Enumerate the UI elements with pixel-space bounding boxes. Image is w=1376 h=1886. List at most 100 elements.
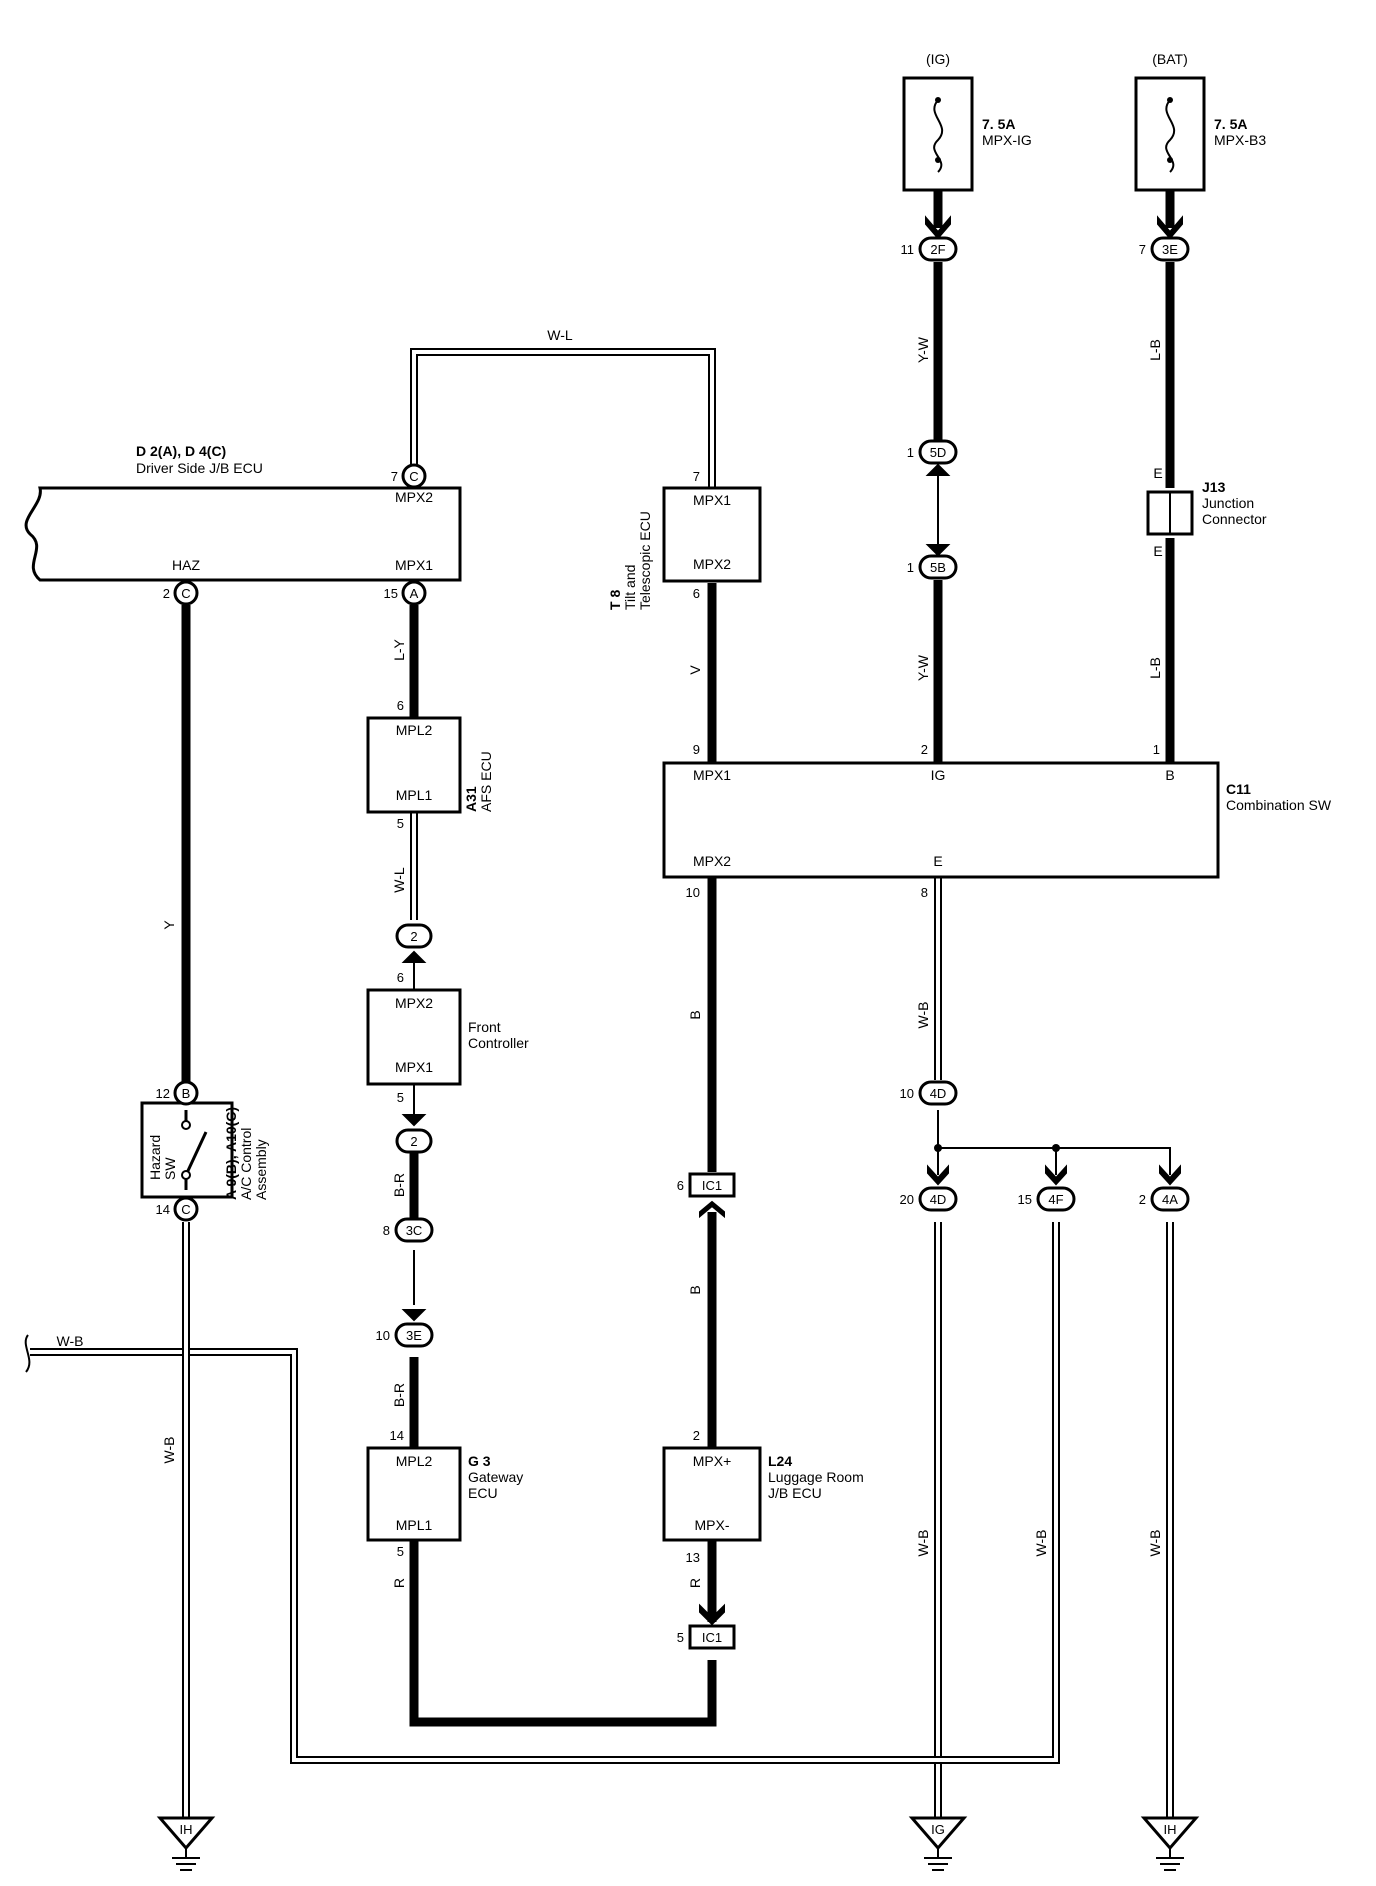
gateway-ecu: MPL2 MPL1 G 3 Gateway ECU bbox=[366, 1446, 523, 1542]
hazard-name2: Assembly bbox=[253, 1139, 269, 1200]
connector-4F: 4F 15 bbox=[1018, 1164, 1076, 1212]
svg-text:15: 15 bbox=[1018, 1192, 1032, 1207]
wire-label-wl: W-L bbox=[391, 867, 407, 893]
hazard-name1: A/C Control bbox=[238, 1128, 254, 1200]
svg-text:5D: 5D bbox=[930, 445, 947, 460]
comb-pin-b: B bbox=[1165, 767, 1174, 783]
svg-text:10: 10 bbox=[900, 1086, 914, 1101]
connector-2-b: 2 bbox=[395, 1114, 433, 1154]
comb-pin-9: 9 bbox=[693, 742, 700, 757]
connector-2-a: 2 bbox=[395, 923, 433, 963]
connector-4D-top: 4D 10 bbox=[900, 1080, 958, 1106]
svg-text:B: B bbox=[182, 1086, 191, 1101]
connector-12B: B 12 bbox=[156, 1080, 199, 1106]
wire-label-wb-4f: W-B bbox=[1033, 1530, 1049, 1557]
svg-text:5B: 5B bbox=[930, 560, 946, 575]
wire-label-r2: R bbox=[687, 1578, 703, 1588]
svg-text:3C: 3C bbox=[406, 1223, 423, 1238]
svg-text:A: A bbox=[410, 586, 419, 601]
wire-label-v: V bbox=[687, 665, 703, 675]
comb-pin-10: 10 bbox=[686, 885, 700, 900]
wire-labels: W-L Y-W Y-W L-B L-B L-Y V Y W-L B W-B B-… bbox=[57, 327, 1163, 1588]
afs-pin-6: 6 bbox=[397, 698, 404, 713]
ground-icon bbox=[156, 1816, 216, 1851]
connector-7C: C 7 bbox=[391, 463, 427, 489]
connector-IC1-bottom: IC1 5 bbox=[677, 1603, 736, 1650]
comb-pin-ig: IG bbox=[931, 767, 946, 783]
front-name1: Front bbox=[468, 1019, 501, 1035]
wire-label-b2: B bbox=[687, 1285, 703, 1294]
junction-name1: Junction bbox=[1202, 495, 1254, 511]
tilt-pin-7: 7 bbox=[693, 469, 700, 484]
fuse-ig-name: MPX-IG bbox=[982, 132, 1032, 148]
afs-pin-mpl1: MPL1 bbox=[396, 787, 433, 803]
connector-4D: 4D 20 bbox=[900, 1164, 958, 1212]
svg-text:5: 5 bbox=[677, 1630, 684, 1645]
svg-text:C: C bbox=[409, 469, 418, 484]
driver-jb-pin-mpx1: MPX1 bbox=[395, 557, 433, 573]
ground-ig: IG bbox=[908, 1816, 968, 1871]
front-controller: MPX2 MPX1 Front Controller bbox=[366, 988, 529, 1086]
svg-text:IH: IH bbox=[180, 1822, 193, 1837]
svg-text:12: 12 bbox=[156, 1086, 170, 1101]
svg-text:IC1: IC1 bbox=[702, 1178, 722, 1193]
comb-name: Combination SW bbox=[1226, 797, 1332, 813]
connector-2F: 2F 11 bbox=[901, 215, 958, 262]
svg-text:15: 15 bbox=[384, 586, 398, 601]
svg-text:1: 1 bbox=[907, 445, 914, 460]
connector-3E-top: 3E 7 bbox=[1139, 215, 1190, 262]
svg-text:1: 1 bbox=[907, 560, 914, 575]
ground-ih-right: IH bbox=[1140, 1816, 1200, 1871]
wire-label-br2: B-R bbox=[391, 1383, 407, 1407]
svg-text:4F: 4F bbox=[1048, 1192, 1063, 1207]
svg-text:3E: 3E bbox=[406, 1328, 422, 1343]
tilt-pin-mpx2: MPX2 bbox=[693, 556, 731, 572]
luggage-pin-plus: MPX+ bbox=[693, 1453, 732, 1469]
front-pin-5: 5 bbox=[397, 1090, 404, 1105]
wire-label-top-wl: W-L bbox=[547, 327, 573, 343]
hazard-ref: A 9(B), A10(C) bbox=[223, 1107, 239, 1200]
tilt-ref: T 8 bbox=[607, 590, 623, 610]
ground-icon bbox=[1140, 1816, 1200, 1851]
luggage-name2: J/B ECU bbox=[768, 1485, 822, 1501]
svg-text:7: 7 bbox=[1139, 242, 1146, 257]
afs-ecu: MPL2 MPL1 A31 AFS ECU bbox=[366, 716, 494, 814]
wire-label-y: Y bbox=[161, 920, 177, 930]
svg-text:4D: 4D bbox=[930, 1086, 947, 1101]
comb-pin-mpx1: MPX1 bbox=[693, 767, 731, 783]
afs-pin-mpl2: MPL2 bbox=[396, 722, 433, 738]
svg-text:C: C bbox=[181, 586, 190, 601]
fuse-ig-rating: 7. 5A bbox=[982, 116, 1015, 132]
wire-label-yw1: Y-W bbox=[915, 336, 931, 363]
junction-pin-bottom: E bbox=[1153, 543, 1162, 559]
wire-label-lb2: L-B bbox=[1147, 657, 1163, 679]
gateway-pin-5: 5 bbox=[397, 1544, 404, 1559]
wire-label-lb1: L-B bbox=[1147, 339, 1163, 361]
junction-pin-top: E bbox=[1153, 465, 1162, 481]
wire-label-br1: B-R bbox=[391, 1173, 407, 1197]
driver-side-jb-ecu: D 2(A), D 4(C) Driver Side J/B ECU MPX2 … bbox=[24, 443, 462, 582]
gateway-ref: G 3 bbox=[468, 1453, 491, 1469]
wire-label-wb-haz: W-B bbox=[161, 1437, 177, 1464]
fuse-ig-box bbox=[902, 76, 974, 192]
comb-pin-2: 2 bbox=[921, 742, 928, 757]
svg-text:4D: 4D bbox=[930, 1192, 947, 1207]
tilt-pin-mpx1: MPX1 bbox=[693, 492, 731, 508]
luggage-pin-2: 2 bbox=[693, 1428, 700, 1443]
junction-name2: Connector bbox=[1202, 511, 1267, 527]
svg-text:10: 10 bbox=[376, 1328, 390, 1343]
hazard-switch-assembly: Hazard SW A 9(B), A10(C) A/C Control Ass… bbox=[140, 1101, 269, 1200]
svg-text:14: 14 bbox=[156, 1202, 170, 1217]
afs-pin-5: 5 bbox=[397, 816, 404, 831]
gateway-name1: Gateway bbox=[468, 1469, 523, 1485]
connector-2C: C 2 bbox=[163, 580, 199, 606]
ground-icon bbox=[908, 1816, 968, 1851]
fuse-bat: (BAT) 7. 5A MPX-B3 bbox=[1134, 51, 1266, 192]
fuse-ig: (IG) 7. 5A MPX-IG bbox=[902, 51, 1032, 192]
driver-jb-pin-haz: HAZ bbox=[172, 557, 200, 573]
hazard-sw-label2: SW bbox=[162, 1157, 178, 1180]
wire-label-wb-4d: W-B bbox=[915, 1530, 931, 1557]
svg-text:2: 2 bbox=[410, 929, 417, 944]
comb-pin-8: 8 bbox=[921, 885, 928, 900]
svg-text:IC1: IC1 bbox=[702, 1630, 722, 1645]
